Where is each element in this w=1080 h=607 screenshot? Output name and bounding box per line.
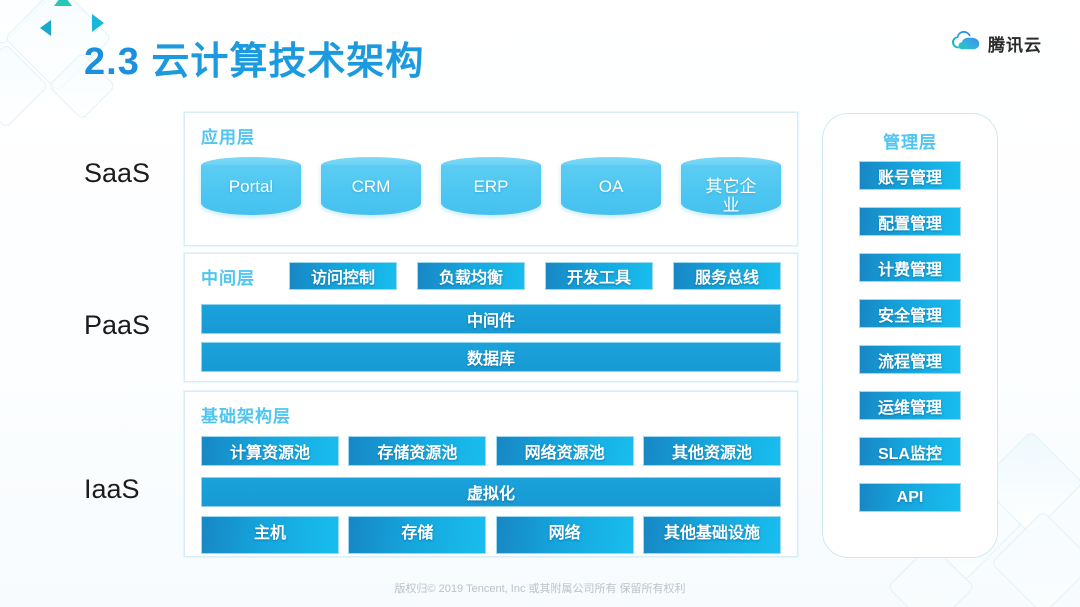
app-cylinder-other-enterprise[interactable]: 其它企业 (681, 157, 781, 219)
iaas-resource-pool-row: 计算资源池 存储资源池 网络资源池 其他资源池 (201, 436, 781, 466)
layer-title-saas: 应用层 (201, 128, 255, 147)
management-item-list: 账号管理 配置管理 计费管理 安全管理 流程管理 运维管理 SLA监控 API (859, 161, 961, 512)
layer-title-paas: 中间层 (201, 269, 255, 288)
page-title-number: 2.3 (84, 41, 140, 83)
cylinder-body (561, 165, 661, 215)
iaas-infrastructure-row: 主机 存储 网络 其他基础设施 (201, 516, 781, 554)
footer-copyright: 版权归© 2019 Tencent, Inc 或其附属公司所有 保留所有权利 (394, 583, 686, 595)
cylinder-row: Portal CRM ERP OA 其它企业 (201, 157, 781, 219)
layer-title-iaas: 基础架构层 (201, 407, 291, 426)
iaas-infra-storage[interactable]: 存储 (348, 516, 487, 554)
management-item-operations[interactable]: 运维管理 (859, 391, 961, 420)
management-item-sla-monitoring[interactable]: SLA监控 (859, 437, 961, 466)
axis-label-saas: SaaS (84, 158, 151, 188)
page-title-text: 云计算技术架构 (151, 41, 425, 83)
paas-bar-database[interactable]: 数据库 (201, 342, 781, 372)
iaas-pool-compute[interactable]: 计算资源池 (201, 436, 339, 466)
logo-text: 腾讯云 (988, 36, 1042, 55)
iaas-infra-network[interactable]: 网络 (495, 516, 634, 554)
cylinder-body (441, 165, 541, 215)
iaas-pool-other[interactable]: 其他资源池 (642, 436, 781, 466)
cylinder-label: 其它企业 (705, 177, 757, 215)
app-cylinder-erp[interactable]: ERP (441, 157, 541, 219)
management-item-billing[interactable]: 计费管理 (859, 253, 961, 282)
app-cylinder-crm[interactable]: CRM (321, 157, 421, 219)
paas-chip-access-control[interactable]: 访问控制 (289, 262, 397, 290)
management-panel-title: 管理层 (883, 133, 937, 152)
cylinder-body (681, 165, 781, 215)
axis-label-iaas: IaaS (84, 474, 140, 504)
management-item-configuration[interactable]: 配置管理 (859, 207, 961, 236)
paas-chip-service-bus[interactable]: 服务总线 (673, 262, 781, 290)
app-cylinder-portal[interactable]: Portal (201, 157, 301, 219)
app-cylinder-oa[interactable]: OA (561, 157, 661, 219)
iaas-bar-virtualization[interactable]: 虚拟化 (201, 477, 781, 507)
axis-label-paas: PaaS (84, 310, 151, 340)
layer-card-iaas: 基础架构层 计算资源池 存储资源池 网络资源池 其他资源池 虚拟化 主机 存储 … (184, 391, 798, 557)
page-title: 2.3 云计算技术架构 (84, 30, 424, 85)
management-panel: 管理层 账号管理 配置管理 计费管理 安全管理 流程管理 运维管理 SLA监控 … (822, 113, 998, 558)
paas-chip-load-balancing[interactable]: 负载均衡 (417, 262, 525, 290)
layer-card-saas: 应用层 Portal CRM ERP OA (184, 112, 798, 246)
layer-card-paas: 中间层 访问控制 负载均衡 开发工具 服务总线 中间件 数据库 (184, 253, 798, 382)
iaas-pool-storage[interactable]: 存储资源池 (348, 436, 487, 466)
tencent-cloud-logo: 腾讯云 (951, 30, 1042, 57)
paas-chip-dev-tools[interactable]: 开发工具 (545, 262, 653, 290)
cylinder-body (201, 165, 301, 215)
management-item-security[interactable]: 安全管理 (859, 299, 961, 328)
cloud-icon (951, 30, 981, 57)
paas-bar-middleware[interactable]: 中间件 (201, 304, 781, 334)
iaas-pool-network[interactable]: 网络资源池 (495, 436, 634, 466)
management-item-process[interactable]: 流程管理 (859, 345, 961, 374)
management-item-api[interactable]: API (859, 483, 961, 512)
cylinder-label: Portal (228, 177, 274, 196)
management-item-account[interactable]: 账号管理 (859, 161, 961, 190)
cylinder-label: OA (598, 177, 624, 196)
iaas-infra-host[interactable]: 主机 (201, 516, 339, 554)
cylinder-label: CRM (351, 177, 391, 196)
iaas-infra-other[interactable]: 其他基础设施 (642, 516, 781, 554)
cylinder-label: ERP (473, 177, 509, 196)
paas-chip-row: 访问控制 负载均衡 开发工具 服务总线 (289, 262, 781, 290)
cylinder-body (321, 165, 421, 215)
